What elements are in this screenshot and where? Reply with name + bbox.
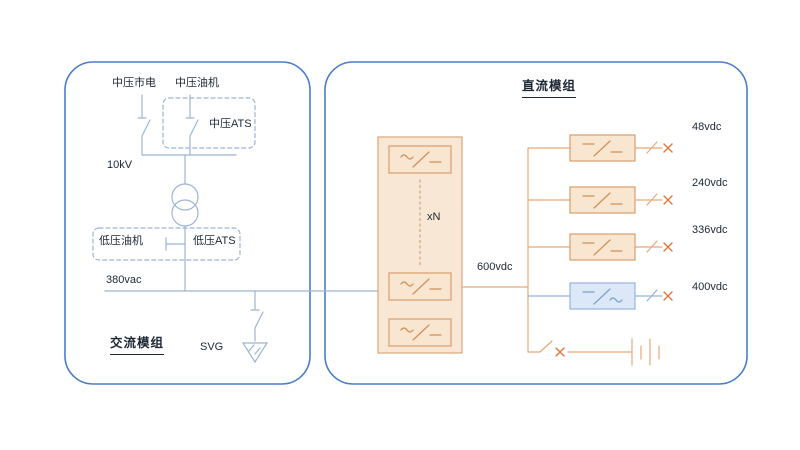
svg-triangle-icon bbox=[241, 342, 269, 364]
mv-ats-label: 中压ATS bbox=[209, 118, 252, 130]
lv-genset-label: 低压油机 bbox=[99, 235, 143, 247]
switch-x-icon bbox=[663, 291, 673, 301]
rectifier-module-icon bbox=[388, 272, 452, 301]
mv-ats-dashed-box bbox=[162, 97, 256, 149]
transformer-icon bbox=[171, 183, 199, 227]
svg-label: SVG bbox=[200, 341, 224, 353]
dc-panel-border bbox=[324, 61, 748, 385]
lv-genset-stub-line bbox=[165, 237, 186, 251]
mv-utility-breaker-icon bbox=[137, 94, 151, 156]
lv-ats-label: 低压ATS bbox=[193, 235, 236, 247]
output-voltage-label: 336vdc bbox=[692, 224, 728, 236]
dc-panel-title: 直流模组 bbox=[522, 79, 577, 98]
rectifier-module-icon bbox=[388, 318, 452, 347]
dc-circuit-lines bbox=[377, 134, 673, 366]
dc-bus-label: 600vdc bbox=[477, 261, 513, 273]
svg-triangle-marks bbox=[248, 344, 261, 355]
svg-branch-line bbox=[241, 290, 269, 364]
rectifier-module-icon bbox=[388, 145, 452, 174]
battery-icon bbox=[631, 338, 660, 366]
output-voltage-label: 240vdc bbox=[692, 177, 728, 189]
battery-branch bbox=[527, 338, 660, 366]
dc-output-branch bbox=[527, 186, 673, 214]
dc-output-branch-inverter bbox=[527, 282, 673, 310]
ac-circuit-lines bbox=[92, 94, 379, 364]
mv-utility-label: 中压市电 bbox=[112, 77, 156, 89]
module-count-label: xN bbox=[427, 211, 441, 223]
mv-genset-label: 中压油机 bbox=[175, 77, 219, 89]
lv-bus-label: 380vac bbox=[106, 274, 142, 286]
switch-x-icon bbox=[663, 195, 673, 205]
dc-output-branch bbox=[527, 134, 673, 162]
output-voltage-label: 400vdc bbox=[692, 281, 728, 293]
mv-genset-breaker-icon bbox=[185, 94, 199, 156]
ac-panel-border bbox=[64, 61, 311, 385]
switch-x-icon bbox=[555, 347, 565, 357]
output-voltage-label: 48vdc bbox=[692, 121, 722, 133]
switch-x-icon bbox=[663, 143, 673, 153]
hv-bus-label: 10kV bbox=[107, 159, 133, 171]
lv-ats-dashed-box bbox=[92, 227, 241, 261]
ac-panel-title: 交流模组 bbox=[110, 336, 165, 355]
dc-output-branch bbox=[527, 233, 673, 261]
switch-x-icon bbox=[663, 242, 673, 252]
